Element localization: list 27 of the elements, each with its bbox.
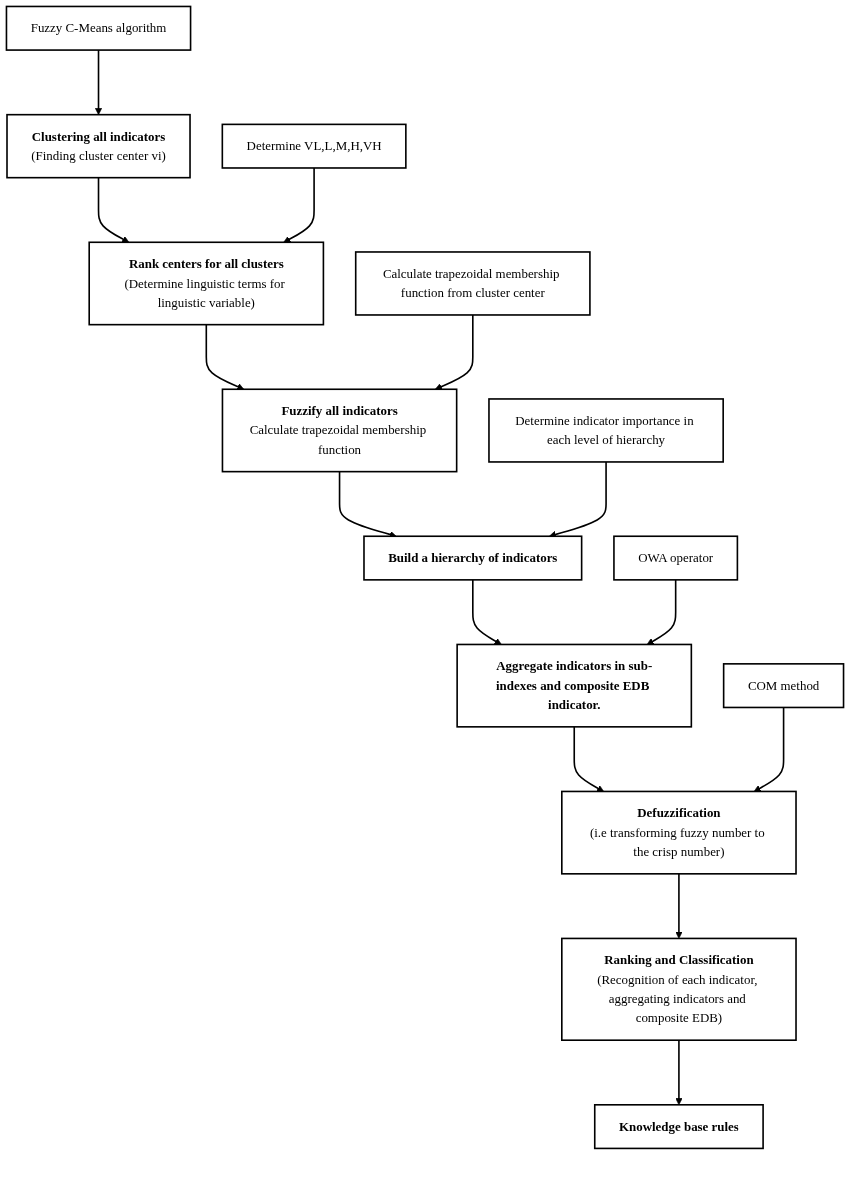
node-box: Build a hierarchy of indicators xyxy=(363,535,583,581)
node-box: OWA operator xyxy=(613,535,739,581)
arrow xyxy=(675,873,683,939)
node-box: Determine VL,L,M,H,VH xyxy=(221,123,407,169)
arrow xyxy=(472,579,502,645)
node-box: Defuzzification (i.e transforming fuzzy number to the crisp number) xyxy=(561,790,797,875)
arrow xyxy=(675,1039,683,1106)
node-box: Knowledge base rules xyxy=(593,1104,764,1150)
arrow xyxy=(205,323,245,390)
node-box: Clustering all indicators (Finding cluster center vi) xyxy=(6,113,191,179)
node-box: Determine indicator importance in each level of hierarchy xyxy=(488,398,724,463)
arrow xyxy=(753,706,785,792)
node-box: Ranking and Classification (Recognition of each indicator, aggregating indicators and composite EDB) xyxy=(561,937,797,1041)
arrow xyxy=(283,167,315,243)
node-box: Fuzzy C-Means algorithm xyxy=(5,5,192,51)
arrow xyxy=(434,314,474,390)
node-box: Aggregate indicators in sub-indexes and composite EDB indicator. xyxy=(456,643,693,728)
node-box: Calculate trapezoidal membership function from cluster center xyxy=(354,251,591,316)
arrow xyxy=(94,49,103,115)
arrow xyxy=(97,176,130,243)
node-box: COM method xyxy=(722,663,845,709)
arrow xyxy=(338,470,397,538)
node-box: Rank centers for all clusters (Determine linguistic terms for linguistic variable) xyxy=(88,241,325,326)
arrow xyxy=(573,726,605,792)
arrow xyxy=(646,579,677,645)
node-box: Fuzzify all indicators Calculate trapezoidal membership function xyxy=(221,388,458,473)
arrow xyxy=(549,461,607,538)
